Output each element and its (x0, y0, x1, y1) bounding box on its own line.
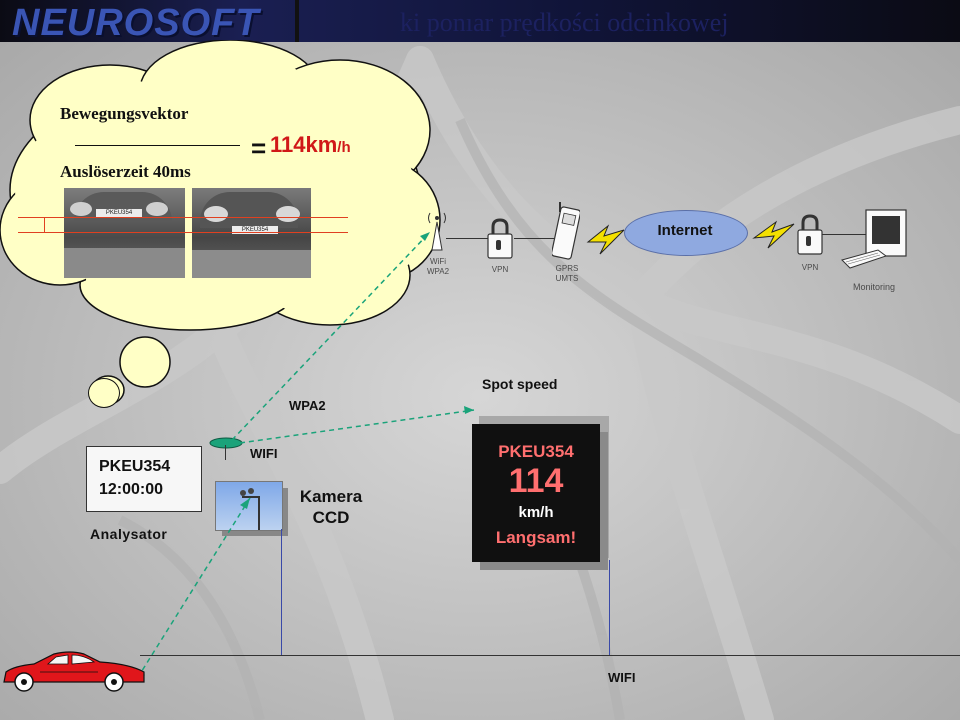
arrowhead-sign (464, 406, 474, 414)
motion-arrow (44, 218, 45, 232)
net-line-1 (446, 238, 490, 239)
wpa2-label: WPA2 (289, 398, 326, 413)
equals-sign: = (251, 133, 267, 163)
wifi-label-bottom: WPA2 (426, 267, 450, 276)
fraction-line (75, 145, 240, 146)
page-title: ki ponıar prędkości odcinkowej (400, 8, 729, 37)
analyzer-plate: PKEU354 (99, 458, 171, 475)
header-separator (295, 0, 299, 42)
spot-speed-label: Spot speed (482, 376, 558, 392)
gprs-label-bottom: UMTS (555, 274, 579, 283)
car-photo-2-plate: PKEU354 (232, 226, 278, 234)
arrowhead-wifi (420, 232, 430, 241)
internet-label: Internet (657, 222, 713, 239)
gprs-label: GPRS UMTS (547, 264, 587, 284)
header-bar (0, 0, 960, 42)
sign-unit: km/h (518, 504, 554, 521)
analyzer-time: 12:00:00 (99, 481, 164, 498)
neurosoft-logo: NEUROSOFT (12, 2, 260, 44)
internet-cloud (624, 210, 748, 256)
gprs-label-top: GPRS (555, 264, 579, 273)
thought-bubble-small (88, 378, 120, 408)
wifi-label: WiFi WPA2 (418, 257, 458, 277)
motion-line-2 (18, 232, 348, 233)
wifi-mid-label: WIFI (250, 446, 278, 461)
vpn-lock-icon-2 (797, 214, 823, 255)
car-photo-1: PKEU354 (64, 188, 185, 278)
vpn-lock-icon-1 (487, 218, 513, 259)
arrowhead-camera (240, 498, 250, 509)
lightning-icon-2 (752, 220, 795, 249)
speed-sign: PKEU354 114 km/h Langsam! (472, 424, 600, 562)
wifi-bottom-label: WIFI (608, 670, 636, 685)
net-line-2 (514, 238, 554, 239)
vpn-label-1: VPN (491, 265, 509, 274)
wifi-label-top: WiFi (430, 257, 446, 266)
car-photo-1-plate: PKEU354 (96, 209, 142, 217)
red-sports-car-icon (3, 651, 145, 692)
wifi-antenna-icon (428, 212, 446, 251)
monitoring-label: Monitoring (852, 282, 896, 292)
camera-label-line2: CCD (312, 508, 350, 527)
computed-speed-value: 114km (270, 132, 338, 157)
analyzer-label: Analysator (90, 526, 168, 542)
computed-speed-unit: /h (337, 139, 351, 156)
mobile-phone-icon (552, 202, 580, 260)
camera-pole (281, 529, 282, 655)
sign-message: Langsam! (495, 528, 577, 547)
car-photo-2: PKEU354 (192, 188, 311, 278)
motion-vector-label: Bewegungsvektor (60, 104, 189, 123)
motion-line-1 (18, 217, 348, 218)
camera-image (215, 481, 283, 531)
analyzer-display: PKEU354 12:00:00 (86, 446, 202, 512)
monitoring-computer-icon (841, 209, 907, 269)
camera-label-line1: Kamera (299, 487, 363, 506)
link-to-wifi-access-point (231, 231, 431, 441)
vpn-label-2: VPN (801, 263, 819, 272)
sign-plate: PKEU354 (498, 442, 574, 461)
link-camera-to-car (134, 497, 251, 683)
antenna-post (225, 445, 226, 460)
sign-speed: 114 (508, 462, 564, 500)
shutter-time-label: Auslöserzeit 40ms (60, 162, 191, 181)
road-line (140, 655, 960, 656)
computed-speed: 114km/h (270, 132, 351, 158)
sign-pole (609, 560, 610, 655)
net-line-3 (822, 234, 866, 235)
camera-label: Kamera CCD (286, 486, 376, 528)
link-to-speed-sign (239, 409, 475, 444)
